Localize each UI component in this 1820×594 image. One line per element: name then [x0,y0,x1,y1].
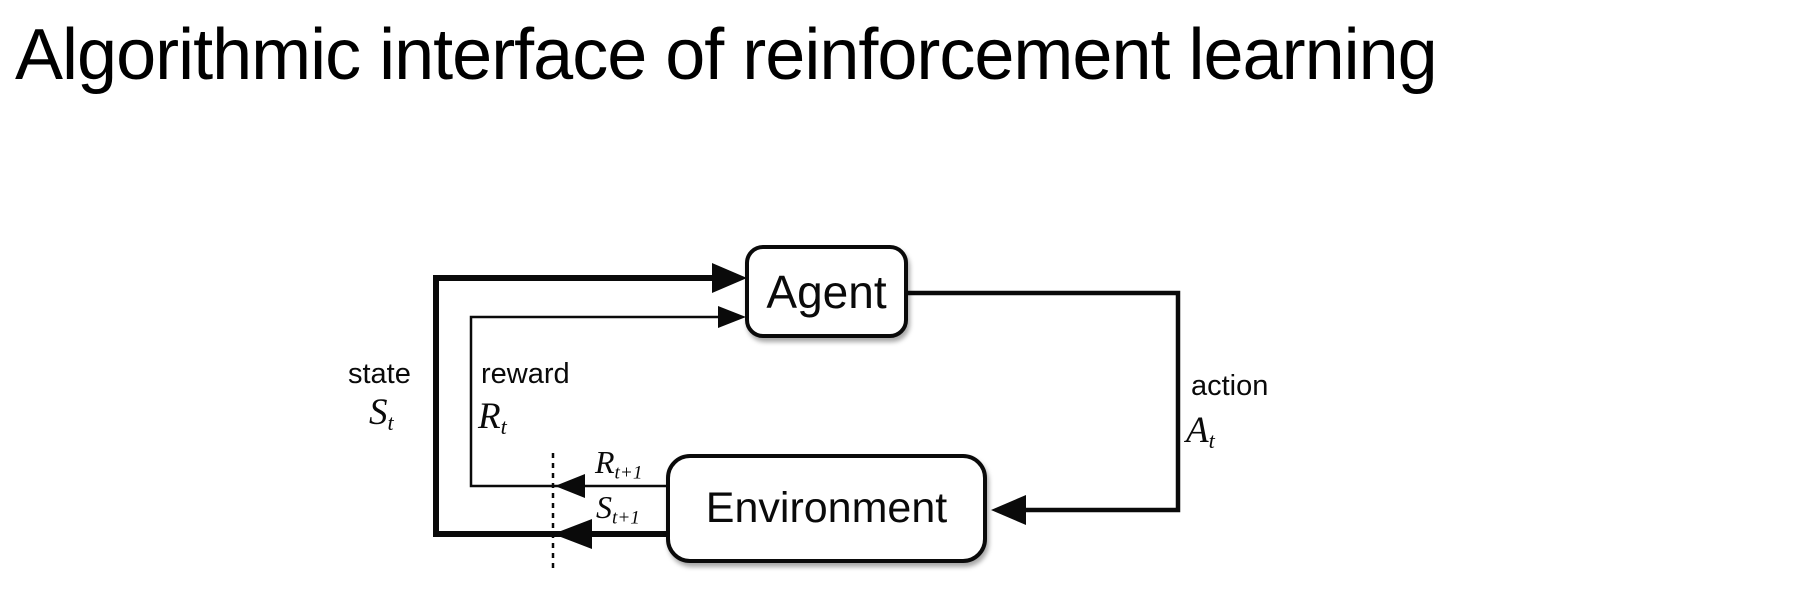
next-state-symbol-group: St+1 [596,489,640,527]
slide-title: Algorithmic interface of reinforcement l… [15,15,1438,95]
reward-subscript: t [500,414,507,440]
next-state-subscript: t+1 [612,507,640,529]
action-label: action [1191,370,1269,402]
action-symbol: A [1186,410,1209,451]
reward-label: reward [481,358,570,390]
next-reward-arrowhead-time-boundary [555,474,585,498]
state-subscript: t [387,410,394,436]
next-reward-symbol-group: Rt+1 [595,444,642,482]
agent-label: Agent [766,265,887,318]
state-arrowhead-into-agent [712,263,747,293]
action-line [906,290,1181,513]
reward-symbol-group: Rt [478,396,507,438]
environment-label: Environment [705,484,948,532]
action-symbol-group: At [1186,410,1215,452]
next-state-symbol: S [596,489,612,525]
action-subscript: t [1208,428,1215,454]
next-reward-subscript: t+1 [614,462,643,484]
state-symbol-group: St [369,392,394,434]
state-label: state [348,358,411,390]
state-symbol: S [369,392,388,433]
next-reward-symbol: R [595,444,615,480]
reward-arrowhead-into-agent [718,306,746,328]
action-arrowhead-into-environment [991,495,1026,525]
next-state-arrowhead-time-boundary [553,519,592,549]
agent-box: Agent [745,245,908,338]
reward-symbol: R [478,396,501,437]
environment-box: Environment [666,454,987,563]
